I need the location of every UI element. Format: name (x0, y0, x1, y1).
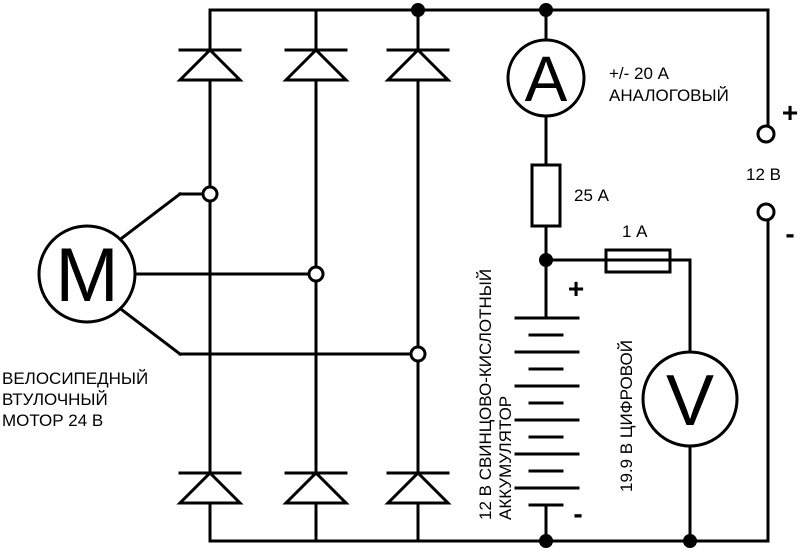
voltmeter-label: 19.9 В ЦИФРОВОЙ (617, 340, 636, 492)
fuse-25a: 25 А (530, 163, 610, 228)
ammeter-label-line-1: +/- 20 А (609, 64, 670, 83)
voltmeter: V (641, 350, 739, 448)
ammeter-symbol: A (525, 43, 568, 115)
battery-minus-sign: - (573, 498, 582, 529)
diode-bottom-2 (282, 470, 350, 505)
motor-label-line-1: ВЕЛОСИПЕДНЫЙ (2, 369, 148, 388)
battery-label-line-2: АККУМУЛЯТОР (496, 396, 515, 520)
diode-top-2 (282, 47, 350, 82)
fuse-1a-label: 1 А (622, 222, 648, 241)
diode-top-1 (176, 47, 244, 82)
battery-label-line-1: 12 В СВИНЦОВО-КИСЛОТНЫЙ (476, 269, 495, 520)
voltmeter-symbol: V (666, 361, 714, 441)
motor-tap-circles (201, 185, 427, 363)
junction-dots (411, 3, 697, 548)
diode-bottom-3 (384, 470, 452, 505)
battery-label: 12 В СВИНЦОВО-КИСЛОТНЫЙ АККУМУЛЯТОР (476, 269, 515, 520)
diode-top-3 (384, 47, 452, 82)
output-minus-terminal (756, 202, 776, 222)
diode-bottom-1 (176, 470, 244, 505)
motor-symbol: M (55, 233, 118, 318)
fuse-1a: 1 А (604, 222, 672, 274)
output-minus-sign: - (785, 218, 794, 249)
motor-label-line-2: ВТУЛОЧНЫЙ (2, 390, 108, 409)
output-plus-sign: + (782, 97, 798, 128)
output-terminals: + - 12 В (746, 97, 798, 249)
battery (514, 316, 580, 507)
ammeter-label: +/- 20 А АНАЛОГОВЫЙ (609, 64, 729, 105)
ammeter-label-line-2: АНАЛОГОВЫЙ (609, 86, 729, 105)
motor-label: ВЕЛОСИПЕДНЫЙ ВТУЛОЧНЫЙ МОТОР 24 В (2, 369, 148, 430)
wiring (119, 8, 770, 543)
output-voltage-label: 12 В (746, 165, 781, 184)
fuse-25a-label: 25 А (574, 186, 610, 205)
output-plus-terminal (756, 124, 776, 144)
ammeter: A (506, 38, 586, 118)
motor-label-line-3: МОТОР 24 В (2, 411, 103, 430)
battery-plus-sign: + (568, 273, 584, 304)
motor: M (37, 224, 137, 324)
